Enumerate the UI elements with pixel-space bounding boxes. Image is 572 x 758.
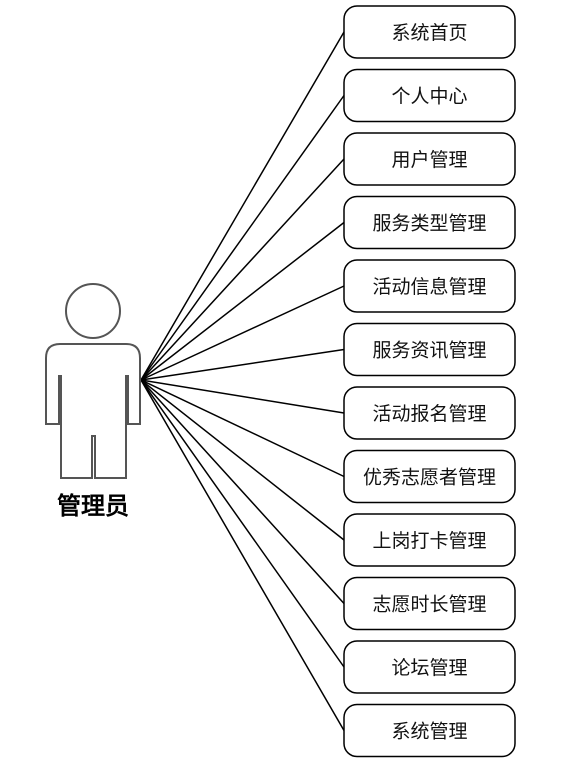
use-case-box bbox=[343, 449, 516, 504]
connector-line bbox=[140, 379, 345, 605]
use-case-label: 活动信息管理 bbox=[372, 276, 486, 298]
connector-line bbox=[140, 285, 345, 381]
connector-line bbox=[140, 379, 345, 541]
use-case-label: 上岗打卡管理 bbox=[372, 530, 486, 552]
use-case-label: 志愿时长管理 bbox=[372, 594, 486, 616]
use-case-box bbox=[343, 703, 516, 758]
use-case-box bbox=[343, 322, 516, 377]
use-case-label: 用户管理 bbox=[391, 149, 467, 171]
use-case-box bbox=[343, 132, 516, 186]
use-case-label: 服务类型管理 bbox=[372, 213, 486, 235]
use-case-item: 论坛管理 bbox=[343, 640, 516, 694]
connector-line bbox=[140, 379, 345, 478]
connector-line bbox=[140, 31, 345, 381]
connector-line bbox=[140, 95, 345, 381]
use-case-item: 系统管理 bbox=[343, 703, 516, 758]
person-icon bbox=[45, 283, 141, 479]
connector-line bbox=[140, 221, 345, 381]
connector-line bbox=[140, 158, 345, 381]
actor-figure: 管理员 bbox=[45, 283, 141, 520]
connector-line bbox=[140, 379, 345, 731]
use-case-label: 活动报名管理 bbox=[372, 403, 486, 425]
use-case-box bbox=[343, 5, 516, 59]
use-case-item: 上岗打卡管理 bbox=[343, 513, 516, 567]
use-case-label: 系统首页 bbox=[391, 22, 467, 44]
use-case-box bbox=[343, 513, 516, 567]
use-case-item: 服务类型管理 bbox=[343, 195, 516, 250]
use-case-item: 活动报名管理 bbox=[343, 386, 516, 440]
use-case-item: 服务资讯管理 bbox=[343, 322, 516, 377]
use-case-label: 论坛管理 bbox=[391, 657, 467, 679]
use-case-box bbox=[343, 195, 516, 250]
use-case-label: 个人中心 bbox=[391, 86, 467, 108]
use-case-box bbox=[343, 386, 516, 440]
connector-line bbox=[140, 348, 345, 381]
use-case-item: 活动信息管理 bbox=[343, 259, 516, 313]
use-case-box bbox=[343, 576, 516, 631]
use-case-label: 系统管理 bbox=[391, 721, 467, 743]
connector-lines bbox=[140, 31, 345, 731]
use-case-item: 用户管理 bbox=[343, 132, 516, 186]
use-case-list: 系统首页个人中心用户管理服务类型管理活动信息管理服务资讯管理活动报名管理优秀志愿… bbox=[343, 5, 516, 758]
actor-name: 管理员 bbox=[57, 491, 129, 520]
use-case-box bbox=[343, 259, 516, 313]
use-case-box bbox=[343, 640, 516, 694]
use-case-item: 系统首页 bbox=[343, 5, 516, 59]
use-case-item: 个人中心 bbox=[343, 68, 516, 123]
connector-line bbox=[140, 379, 345, 414]
use-case-item: 优秀志愿者管理 bbox=[343, 449, 516, 504]
connector-line bbox=[140, 379, 345, 668]
use-case-item: 志愿时长管理 bbox=[343, 576, 516, 631]
use-case-label: 优秀志愿者管理 bbox=[363, 467, 496, 489]
use-case-label: 服务资讯管理 bbox=[372, 340, 486, 362]
use-case-box bbox=[343, 68, 516, 123]
